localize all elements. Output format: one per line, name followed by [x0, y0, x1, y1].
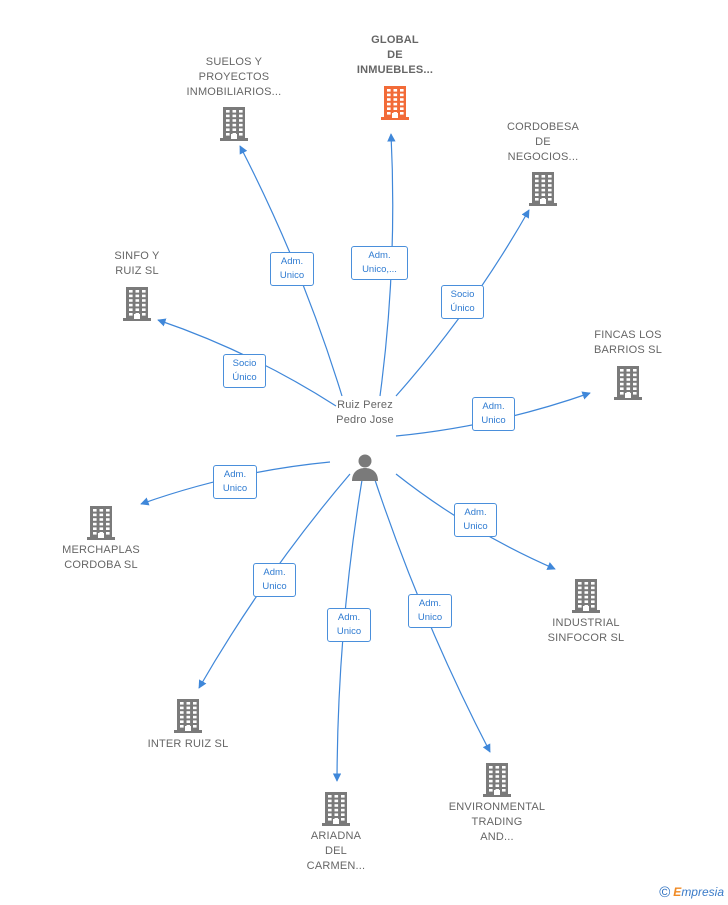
- relation-label-inter: Adm. Unico: [253, 563, 296, 597]
- center-person-label-line: Pedro Jose: [336, 414, 394, 426]
- relation-label-line: Único: [232, 372, 257, 383]
- company-label-line: DE: [535, 136, 551, 148]
- company-label-line: ARIADNA: [310, 830, 362, 842]
- relation-label-line: Unico: [481, 415, 506, 426]
- building-icon[interactable]: [220, 105, 248, 141]
- relation-label-line: Adm.: [418, 598, 442, 609]
- relation-label-line: Unico: [463, 521, 488, 532]
- company-label-line: GLOBAL: [371, 34, 419, 46]
- building-icon[interactable]: [529, 170, 557, 206]
- company-label-line: SINFOCOR SL: [547, 632, 625, 644]
- brand-first-letter: E: [673, 885, 682, 899]
- company-label-suelos[interactable]: SUELOS Y PROYECTOS INMOBILIARIOS...: [164, 55, 304, 100]
- company-label-line: SINFO Y: [114, 250, 160, 262]
- company-label-industrial[interactable]: INDUSTRIAL SINFOCOR SL: [516, 616, 656, 646]
- relation-label-line: Adm.: [280, 256, 304, 267]
- relation-label-merchaplas: Adm. Unico: [213, 465, 257, 499]
- building-icon[interactable]: [572, 577, 600, 613]
- company-label-line: NEGOCIOS...: [507, 151, 579, 163]
- relation-label-line: Unico: [336, 626, 362, 637]
- building-icon[interactable]: [322, 790, 350, 826]
- relation-label-fincas: Adm. Unico: [472, 397, 515, 431]
- company-label-global[interactable]: GLOBAL DE INMUEBLES...: [325, 33, 465, 78]
- company-label-line: MERCHAPLAS: [62, 544, 140, 556]
- relation-label-line: Unico: [262, 581, 287, 592]
- relation-label-ariadna: Adm. Unico: [327, 608, 371, 642]
- company-label-ariadna[interactable]: ARIADNA DEL CARMEN...: [266, 829, 406, 874]
- building-icon[interactable]: [123, 285, 151, 321]
- company-label-line: INTER RUIZ SL: [147, 738, 229, 750]
- building-icon[interactable]: [87, 504, 115, 540]
- relation-label-industrial: Adm. Unico: [454, 503, 497, 537]
- empresia-watermark: ©Empresia: [659, 884, 724, 901]
- company-label-line: CORDOBA SL: [64, 559, 138, 571]
- company-label-line: ENVIRONMENTAL: [448, 801, 546, 813]
- relation-label-line: Único: [450, 303, 475, 314]
- company-label-line: AND...: [480, 831, 514, 843]
- brand-name: mpresia: [681, 885, 724, 899]
- company-label-line: INDUSTRIAL: [552, 617, 620, 629]
- relation-label-line: Adm.: [263, 567, 286, 578]
- relation-label-global: Adm. Unico,...: [351, 246, 408, 280]
- relation-label-line: Adm.: [368, 250, 391, 261]
- company-label-merchaplas[interactable]: MERCHAPLAS CORDOBA SL: [31, 543, 171, 573]
- relation-label-line: Socio: [232, 358, 257, 369]
- company-label-environmental[interactable]: ENVIRONMENTAL TRADING AND...: [427, 800, 567, 845]
- company-label-line: PROYECTOS: [198, 71, 270, 83]
- relation-label-line: Adm.: [337, 612, 361, 623]
- company-label-line: DEL: [325, 845, 347, 857]
- company-label-line: INMUEBLES...: [356, 64, 434, 76]
- relation-label-line: Socio: [450, 289, 475, 300]
- relation-label-environmental: Adm. Unico: [408, 594, 452, 628]
- company-label-cordobesa[interactable]: CORDOBESA DE NEGOCIOS...: [473, 120, 613, 165]
- copyright-symbol: ©: [659, 884, 671, 901]
- company-label-line: FINCAS LOS: [594, 329, 662, 341]
- building-icon[interactable]: [614, 364, 642, 400]
- building-icon[interactable]: [174, 697, 202, 733]
- company-label-inter[interactable]: INTER RUIZ SL: [118, 737, 258, 752]
- company-label-line: SUELOS Y: [205, 56, 263, 68]
- building-icon[interactable]: [483, 761, 511, 797]
- building-icon[interactable]: [381, 84, 409, 120]
- company-label-line: BARRIOS SL: [593, 344, 663, 356]
- company-label-sinfo[interactable]: SINFO Y RUIZ SL: [67, 249, 207, 279]
- company-label-line: CARMEN...: [306, 860, 366, 872]
- relation-label-line: Unico: [279, 270, 305, 281]
- relation-label-line: Unico: [417, 612, 443, 623]
- company-label-line: INMOBILIARIOS...: [186, 86, 282, 98]
- relation-label-line: Unico: [222, 483, 248, 494]
- company-label-line: TRADING: [471, 816, 523, 828]
- person-icon[interactable]: [350, 452, 380, 482]
- relation-label-line: Adm.: [223, 469, 247, 480]
- relation-label-line: Adm.: [464, 507, 487, 518]
- relation-label-suelos: Adm. Unico: [270, 252, 314, 286]
- center-person-label-line: Ruiz Perez: [337, 399, 393, 411]
- company-label-line: DE: [387, 49, 403, 61]
- relation-label-line: Adm.: [482, 401, 505, 412]
- company-label-fincas[interactable]: FINCAS LOS BARRIOS SL: [558, 328, 698, 358]
- relation-label-line: Unico,...: [362, 264, 397, 275]
- company-label-line: CORDOBESA: [506, 121, 580, 133]
- company-label-line: RUIZ SL: [115, 265, 159, 277]
